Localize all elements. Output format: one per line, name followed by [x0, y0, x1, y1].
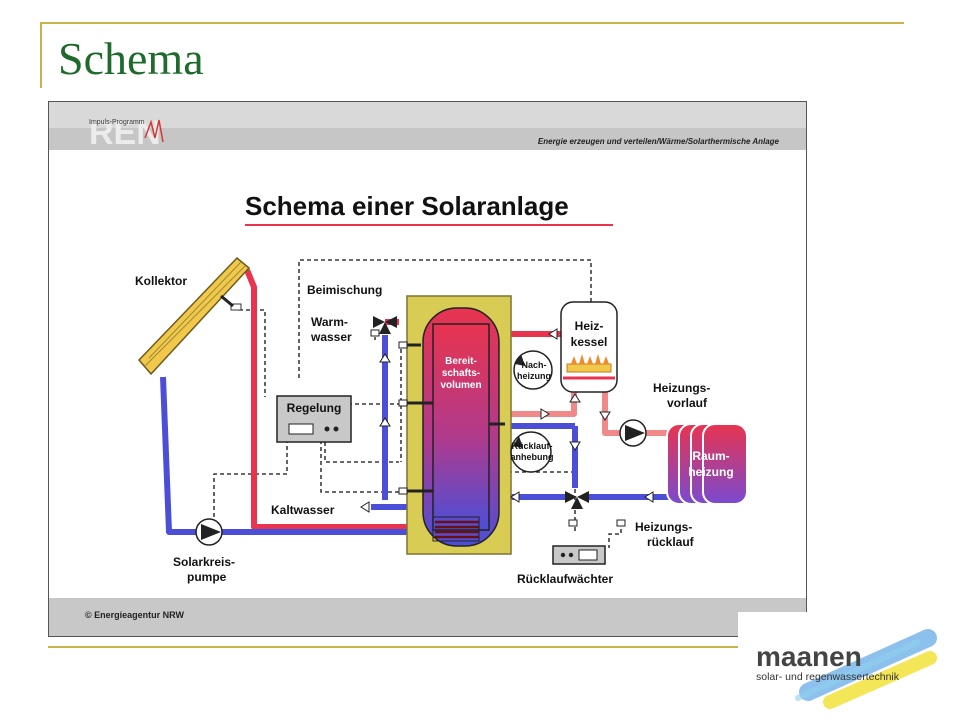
label-nachheizung-1: Nach-: [521, 360, 546, 370]
label-solarkreispumpe-1: Solarkreis-: [173, 555, 235, 569]
heating-boiler: [560, 301, 618, 393]
return-monitor-box: [552, 545, 606, 565]
label-kaltwasser: Kaltwasser: [271, 503, 335, 517]
reheating-arrow-icon: [513, 350, 553, 390]
label-regelung: Regelung: [287, 401, 342, 415]
header-program: Impuls-Programm: [89, 119, 145, 126]
top-rule: [40, 22, 904, 24]
label-speicher-3: volumen: [440, 380, 481, 391]
diagram-title: Schema einer Solaranlage: [245, 191, 569, 221]
flow-arrows: [360, 328, 654, 513]
label-ruecklaufwaechter: Rücklaufwächter: [517, 572, 613, 586]
label-warmwasser-2: wasser: [310, 330, 352, 344]
label-heizkessel-1: Heiz-: [575, 319, 604, 333]
label-speicher-2: schafts-: [442, 368, 480, 379]
storage-tank: [406, 295, 512, 555]
mixing-valve-icon: [373, 316, 397, 334]
maanen-logo-graphic: maanen solar- und regenwassertechnik: [738, 612, 938, 712]
label-solarkreispumpe-2: pumpe: [187, 570, 227, 584]
slide-title: Schema: [58, 33, 204, 84]
header-logo: REN: [89, 114, 161, 152]
label-heizungsvorlauf-1: Heizungs-: [653, 381, 710, 395]
label-beimischung: Beimischung: [307, 283, 382, 297]
heating-pump-icon: [619, 419, 647, 447]
label-ruecklaufanhebung-1: Rücklauf-: [511, 441, 552, 451]
solar-diagram-figure: REN Impuls-Programm Energie erzeugen und…: [48, 101, 807, 637]
header-topic: Energie erzeugen und verteilen/Wärme/Sol…: [538, 137, 780, 146]
label-raumheizung-1: Raum-: [692, 449, 729, 463]
solar-collector: [137, 256, 251, 376]
label-nachheizung-2: heizung: [517, 371, 551, 381]
return-boost-arrow-icon: [510, 431, 552, 473]
label-ruecklaufanhebung-2: anhebung: [511, 452, 554, 462]
label-heizungsruecklauf-2: rücklauf: [647, 535, 695, 549]
return-valve-icon: [565, 491, 589, 509]
maanen-logo: maanen solar- und regenwassertechnik: [738, 612, 938, 712]
controller-box: [276, 395, 352, 443]
label-raumheizung-2: heizung: [688, 465, 733, 479]
footer-band: [49, 598, 806, 636]
logo-tagline: solar- und regenwassertechnik: [756, 671, 900, 683]
room-heater: [666, 423, 748, 505]
footer-copyright: © Energieagentur NRW: [85, 610, 184, 620]
label-heizungsruecklauf-1: Heizungs-: [635, 520, 692, 534]
sensor-probes: [407, 343, 505, 493]
bottom-rule: [48, 646, 738, 648]
solar-diagram: REN Impuls-Programm Energie erzeugen und…: [49, 102, 806, 636]
label-heizungsvorlauf-2: vorlauf: [667, 396, 708, 410]
header-subband: [49, 128, 806, 150]
label-speicher-1: Bereit-: [445, 356, 477, 367]
label-kollektor: Kollektor: [135, 274, 187, 288]
left-rule: [40, 22, 42, 88]
label-heizkessel-2: kessel: [571, 335, 608, 349]
label-warmwasser-1: Warm-: [311, 315, 348, 329]
header-logo-mark: [144, 119, 164, 143]
solar-pump-icon: [195, 518, 223, 546]
logo-name: maanen: [756, 641, 862, 672]
